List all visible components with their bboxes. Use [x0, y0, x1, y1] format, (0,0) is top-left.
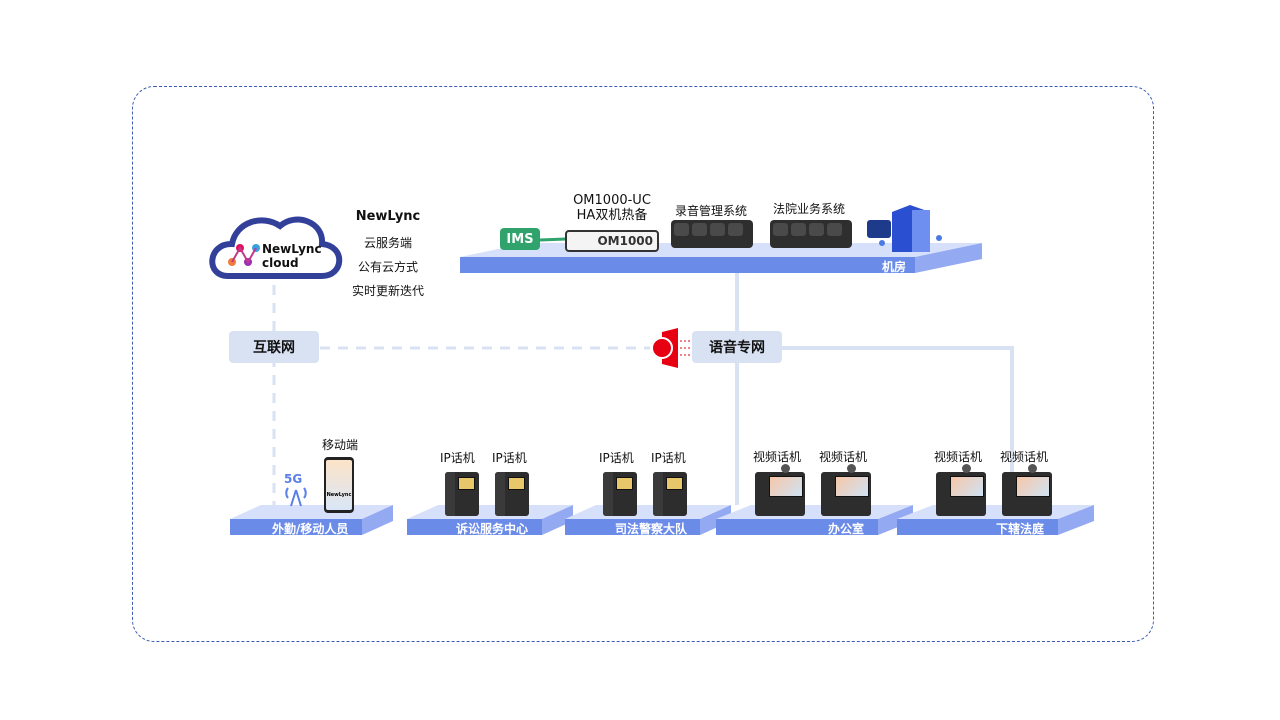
om-title-line2: HA双机热备: [576, 208, 648, 223]
video-phone: [755, 464, 805, 516]
mobile-phone: NewLync: [324, 457, 354, 513]
device-label: 视频话机: [753, 450, 802, 464]
site-label: 办公室: [828, 522, 865, 536]
platform-front: [460, 257, 915, 273]
device-label: 移动端: [321, 438, 358, 452]
court-system-server: [770, 220, 852, 248]
site-label: 下辖法庭: [996, 522, 1045, 536]
ip-phone: [495, 472, 529, 516]
platform-front: [897, 519, 1058, 535]
court-system-label: 法院业务系统: [772, 202, 845, 216]
ims-link: [539, 237, 567, 242]
cloud-desc-line: 实时更新迭代: [351, 284, 424, 298]
video-phone: [821, 464, 871, 516]
ip-phone: [653, 472, 687, 516]
5g-badge: 5G: [284, 472, 303, 486]
ims-node: IMS: [500, 228, 540, 250]
om1000-label: OM1000: [597, 234, 653, 248]
platform-front: [230, 519, 362, 535]
diagram-frame: [132, 86, 1154, 642]
cloud-desc-line: 公有云方式: [357, 260, 418, 274]
platform-front: [407, 519, 542, 535]
platform-side: [362, 505, 393, 535]
cloud-desc-title: NewLync: [355, 209, 421, 224]
device-label: 视频话机: [819, 450, 868, 464]
platform-side: [542, 505, 573, 535]
site-platform: [230, 505, 393, 535]
platform-side: [915, 243, 982, 273]
device-label: IP话机: [440, 451, 475, 465]
om-title-line1: OM1000-UC: [573, 193, 651, 208]
device-label: IP话机: [492, 451, 527, 465]
recording-server: [671, 220, 753, 248]
machine-room-label: 机房: [882, 260, 907, 274]
site-label: 诉讼服务中心: [456, 522, 529, 536]
internet-tag: 互联网: [229, 331, 319, 363]
voice-link-branch: [780, 346, 1014, 505]
device-label: IP话机: [599, 451, 634, 465]
device-label: 视频话机: [1000, 450, 1049, 464]
voice-network-tag: 语音专网: [692, 331, 782, 363]
device-label: IP话机: [651, 451, 686, 465]
device-label: 视频话机: [934, 450, 983, 464]
cloud-logo-line2: cloud: [262, 256, 299, 270]
platform-side: [700, 505, 731, 535]
platform-side: [878, 505, 913, 535]
om1000-device: OM1000: [565, 230, 659, 252]
platform-front: [716, 519, 878, 535]
ip-phone: [603, 472, 637, 516]
building-icon: [867, 205, 942, 252]
firewall-icon: [651, 328, 692, 368]
cloud-icon: [209, 216, 343, 279]
antenna-5g-icon: [285, 487, 307, 507]
ip-phone: [445, 472, 479, 516]
cloud-logo-line1: NewLync: [262, 242, 322, 256]
site-platform: [716, 505, 913, 535]
platform-side: [1058, 505, 1094, 535]
cloud-desc-line: 云服务端: [363, 236, 412, 250]
recording-system-label: 录音管理系统: [674, 204, 747, 218]
platform-front: [565, 519, 700, 535]
mobile-app-label: NewLync: [326, 460, 352, 510]
site-label: 司法警察大队: [615, 522, 688, 536]
video-phone: [1002, 464, 1052, 516]
video-phone: [936, 464, 986, 516]
site-label: 外勤/移动人员: [272, 522, 349, 536]
